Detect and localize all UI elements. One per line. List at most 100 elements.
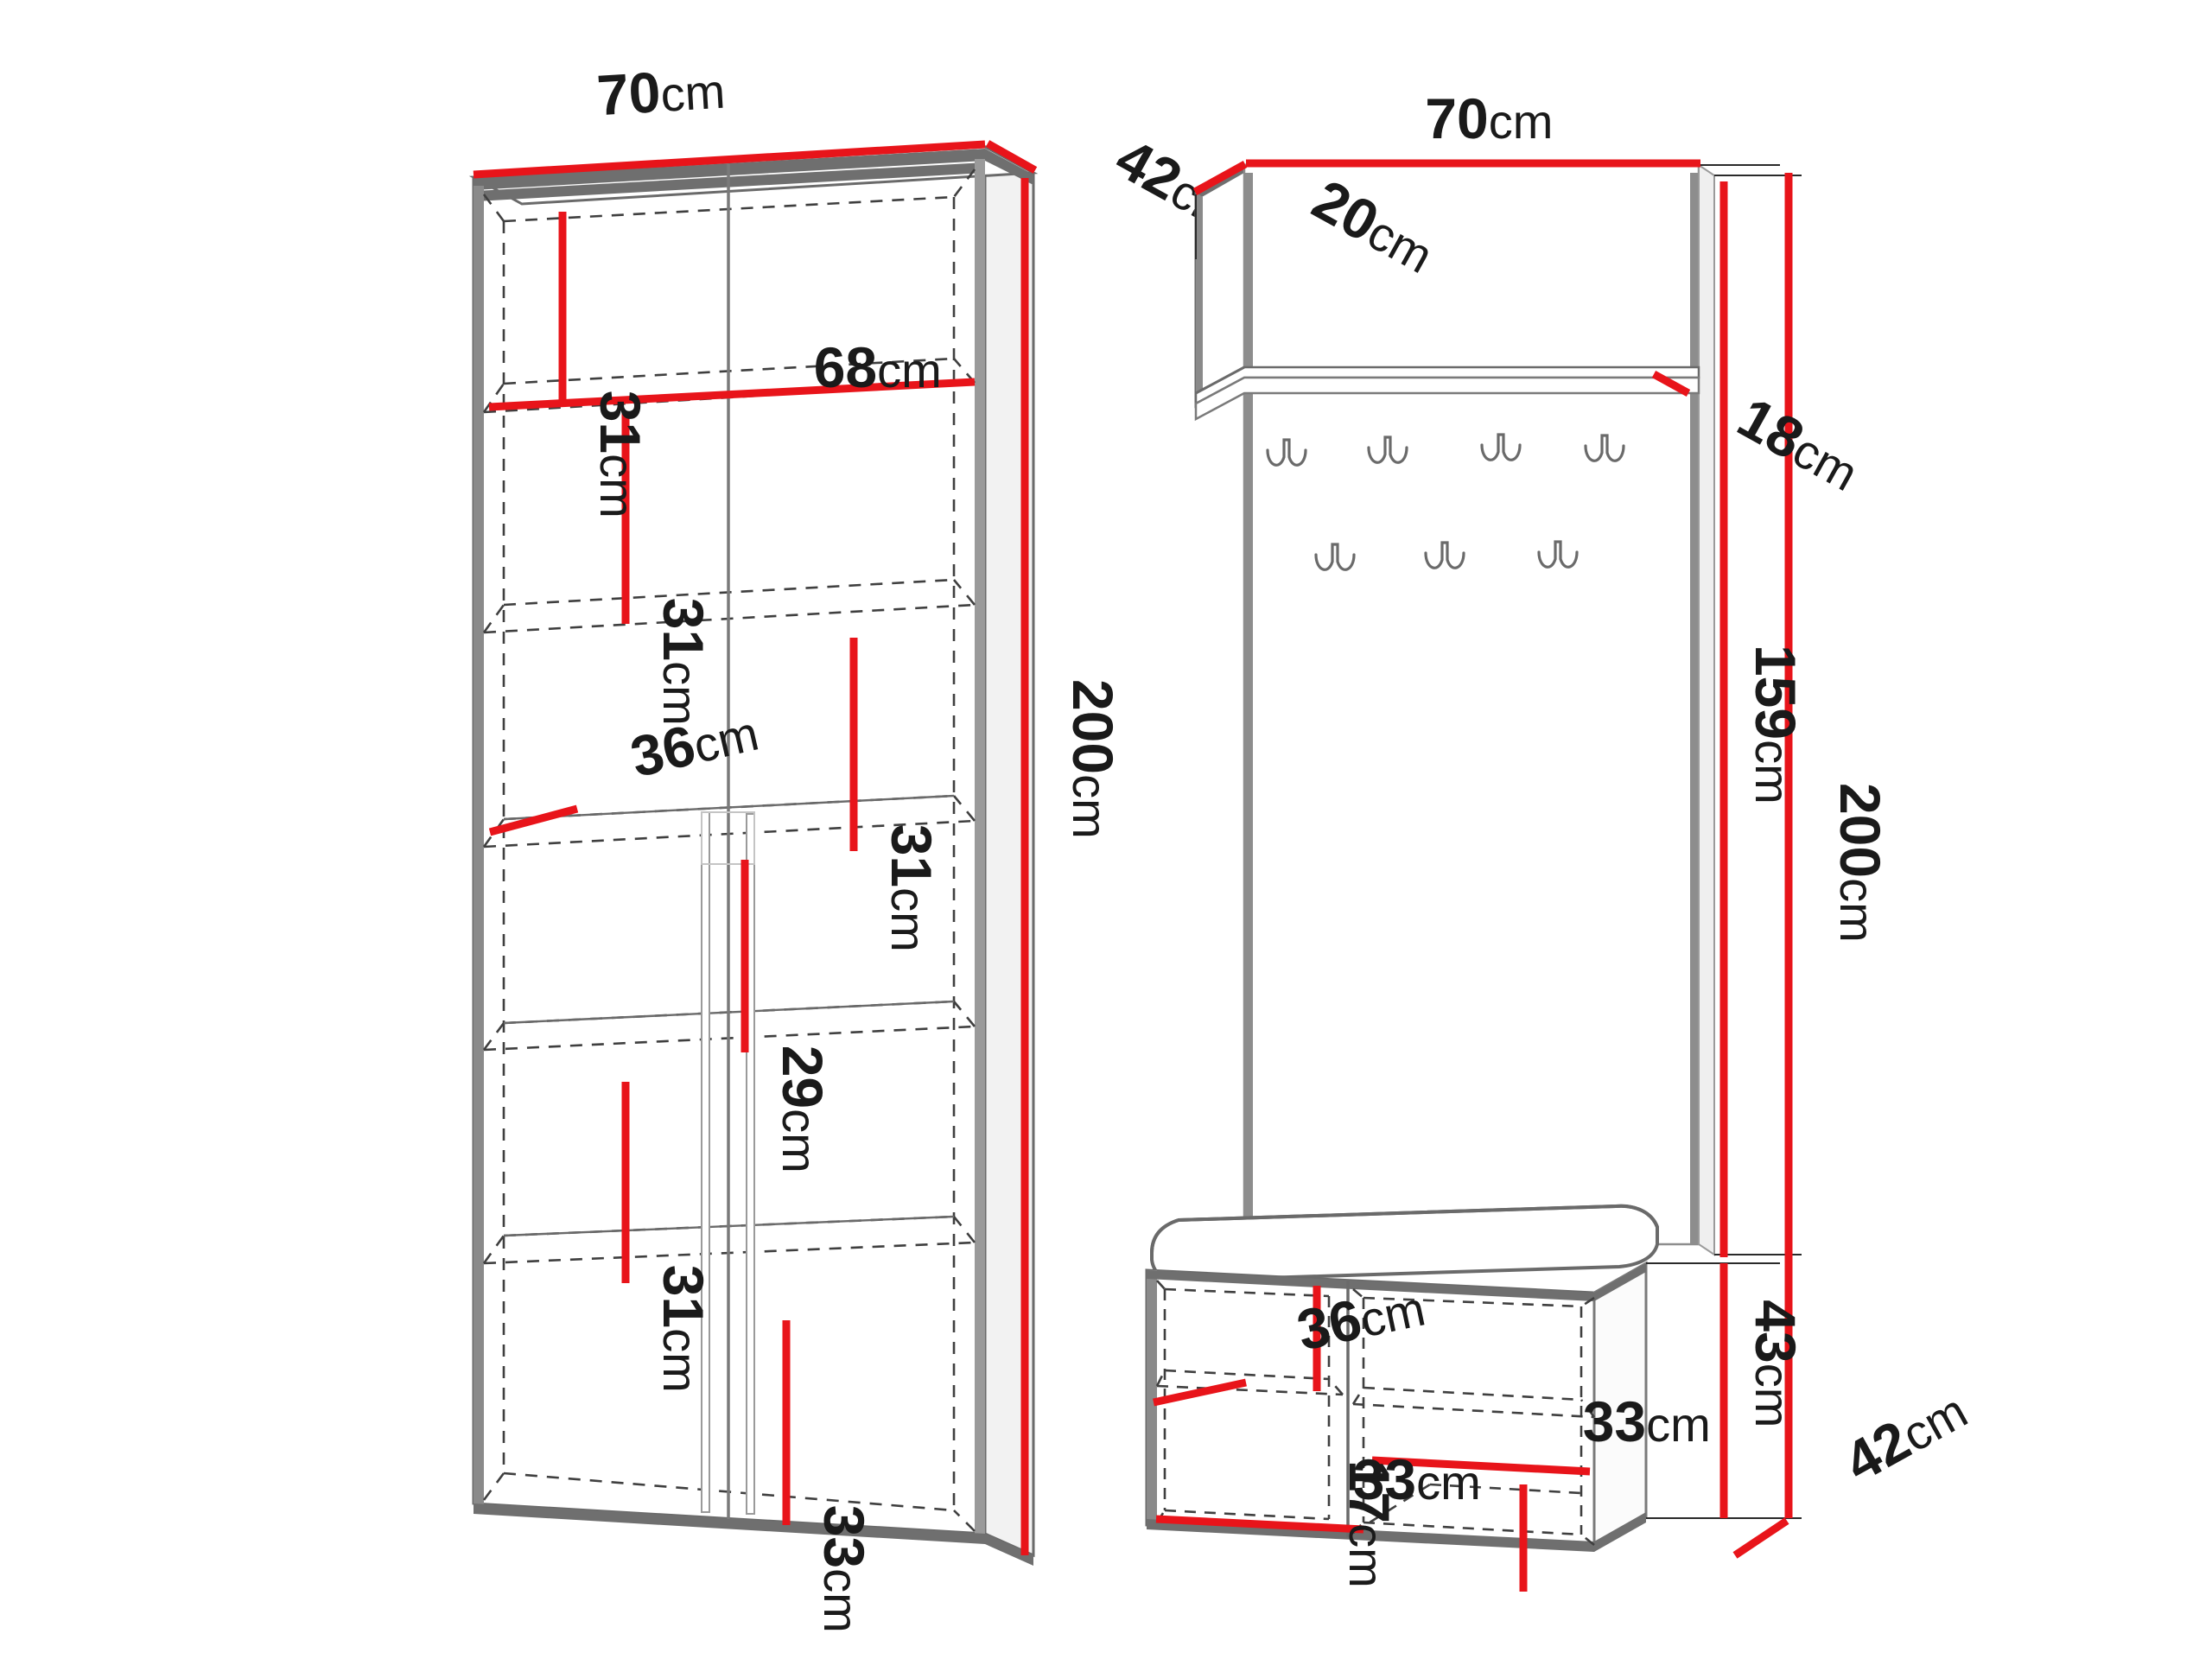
label-panel-width-value: 70	[1425, 86, 1488, 150]
cabinet-bottom-edge	[474, 1503, 1033, 1566]
label-bench-height: 43cm	[1744, 1126, 1808, 1571]
coat-hook-icon[interactable]	[1367, 435, 1408, 464]
top-shelf-left-wall	[1196, 193, 1203, 406]
label-shelf4-unit: cm	[772, 1109, 827, 1173]
dim-line-20	[1192, 161, 1248, 195]
left-unit-dimension-labels: 70cm 42cm 200cm 31cm	[421, 48, 1245, 1659]
label-bench-shelf-depth-unit: cm	[1356, 1281, 1430, 1347]
coat-hook-icon[interactable]	[1314, 543, 1356, 571]
label-total-height: 200cm	[1828, 608, 1892, 1085]
svg-text:31cm: 31cm	[652, 423, 715, 868]
label-inner-width-value: 68	[814, 335, 877, 399]
label-panel-height-unit: cm	[1745, 740, 1800, 804]
label-panel-height-value: 159	[1744, 645, 1808, 740]
label-shelf2-height: 31cm	[652, 423, 715, 868]
label-shelf5-height: 31cm	[652, 1090, 715, 1535]
coat-hook-icon[interactable]	[1266, 438, 1307, 467]
svg-text:36cm: 36cm	[1122, 1243, 1570, 1398]
right-unit-dimension-labels: 20cm 70cm 18cm 159cm	[1122, 86, 1976, 1659]
label-panel-width: 70cm	[1251, 86, 1696, 150]
dim-line-36	[488, 804, 579, 836]
dim-line-68	[488, 378, 976, 411]
dim-line-b36	[1153, 1378, 1247, 1407]
label-shelf-depth: 36cm	[455, 666, 903, 829]
label-bench-shelf-depth: 36cm	[1122, 1243, 1570, 1398]
hat-shelf-body	[1194, 376, 1700, 422]
label-bench-upper-right-value: 33	[1583, 1389, 1646, 1453]
cabinet-top-inner-band	[476, 162, 985, 201]
label-cab-width: 70cm	[421, 48, 868, 137]
label-bench-lower-left-unit: cm	[1416, 1455, 1481, 1510]
dim-line-42	[985, 140, 1038, 174]
label-shelf3-height: 31cm	[880, 650, 944, 1095]
svg-text:68cm: 68cm	[639, 335, 1084, 399]
svg-text:31cm: 31cm	[588, 216, 652, 661]
label-panel-height: 159cm	[1744, 470, 1808, 947]
svg-text:43cm: 43cm	[1744, 1126, 1808, 1571]
coat-hook-icon[interactable]	[1424, 541, 1465, 569]
coat-hook-icon[interactable]	[1480, 433, 1522, 461]
label-cab-width-value: 70	[595, 60, 663, 127]
label-bench-lower-left: 33cm	[1179, 1447, 1624, 1511]
hat-shelf-left-bevel	[1195, 365, 1245, 395]
dim-line-b33-b	[1371, 1456, 1591, 1476]
panel-right-side	[1698, 163, 1715, 1256]
label-shelf6-value: 33	[812, 1505, 876, 1568]
svg-text:31cm: 31cm	[652, 1090, 715, 1535]
dim-line-r42	[1732, 1517, 1789, 1559]
label-bench-height-value: 43	[1744, 1300, 1808, 1363]
label-shelf6-height: 33cm	[812, 1331, 876, 1659]
label-shelf2-value: 31	[652, 598, 715, 661]
svg-text:33cm: 33cm	[1179, 1447, 1624, 1511]
panel-right-edge	[1690, 173, 1699, 1244]
label-total-height-unit: cm	[1830, 878, 1885, 943]
svg-text:29cm: 29cm	[771, 871, 835, 1316]
label-shelf5-unit: cm	[653, 1328, 708, 1393]
svg-text:19cm: 19cm	[1543, 1484, 1607, 1659]
svg-text:200cm: 200cm	[1828, 608, 1892, 1085]
label-cab-height-unit: cm	[1063, 774, 1117, 839]
label-inner-width-unit: cm	[877, 343, 942, 397]
svg-text:33cm: 33cm	[812, 1331, 876, 1659]
svg-text:33cm: 33cm	[1408, 1389, 1853, 1453]
label-shelf6-unit: cm	[814, 1568, 868, 1633]
dim-line-70	[473, 140, 986, 179]
dim-line-b33-a	[1155, 1515, 1364, 1534]
svg-text:70cm: 70cm	[421, 48, 868, 137]
svg-text:31cm: 31cm	[880, 650, 944, 1095]
label-bench-upper-left-unit: cm	[1339, 1523, 1394, 1588]
right-unit-group: 20cm 70cm 18cm 159cm	[1122, 86, 1976, 1659]
label-bench-upper-left: 17cm	[1338, 1286, 1402, 1659]
coat-hooks-bottom-row[interactable]	[1314, 540, 1579, 571]
label-shelf4-height: 29cm	[771, 871, 835, 1316]
cabinet-top-edge-band	[474, 149, 1033, 190]
bench-cushion-top-edge	[1150, 1204, 1659, 1254]
label-cab-width-unit: cm	[659, 64, 727, 122]
label-panel-width-unit: cm	[1489, 94, 1554, 149]
label-shelf1-height: 31cm	[588, 216, 652, 661]
label-bench-shelf-depth-value: 36	[1292, 1287, 1367, 1363]
label-shelf3-unit: cm	[881, 887, 936, 952]
bench-top-edge	[1147, 1263, 1646, 1301]
svg-text:70cm: 70cm	[1251, 86, 1696, 150]
label-bench-lower-right: 19cm	[1543, 1484, 1607, 1659]
coat-hook-icon[interactable]	[1537, 540, 1579, 569]
label-cab-height: 200cm	[1061, 679, 1125, 839]
coat-hook-icon[interactable]	[1584, 434, 1625, 462]
label-bench-upper-left-value: 17	[1338, 1460, 1402, 1523]
label-shelf-inner-width: 68cm	[639, 335, 1084, 399]
bench-interior-dashed	[1155, 1280, 1596, 1547]
label-shelf5-value: 31	[652, 1265, 715, 1328]
label-shelf3-value: 31	[880, 824, 944, 887]
label-shelf2-unit: cm	[653, 661, 708, 726]
svg-text:159cm: 159cm	[1744, 470, 1808, 947]
dim-line-18	[1651, 371, 1691, 397]
svg-text:36cm: 36cm	[455, 666, 903, 829]
svg-text:17cm: 17cm	[1338, 1286, 1402, 1659]
right-unit-dimension-lines	[1153, 159, 1793, 1592]
cabinet-door-handle[interactable]	[701, 811, 755, 1515]
label-shelf4-value: 29	[771, 1046, 835, 1109]
coat-hooks-top-row[interactable]	[1266, 433, 1625, 467]
